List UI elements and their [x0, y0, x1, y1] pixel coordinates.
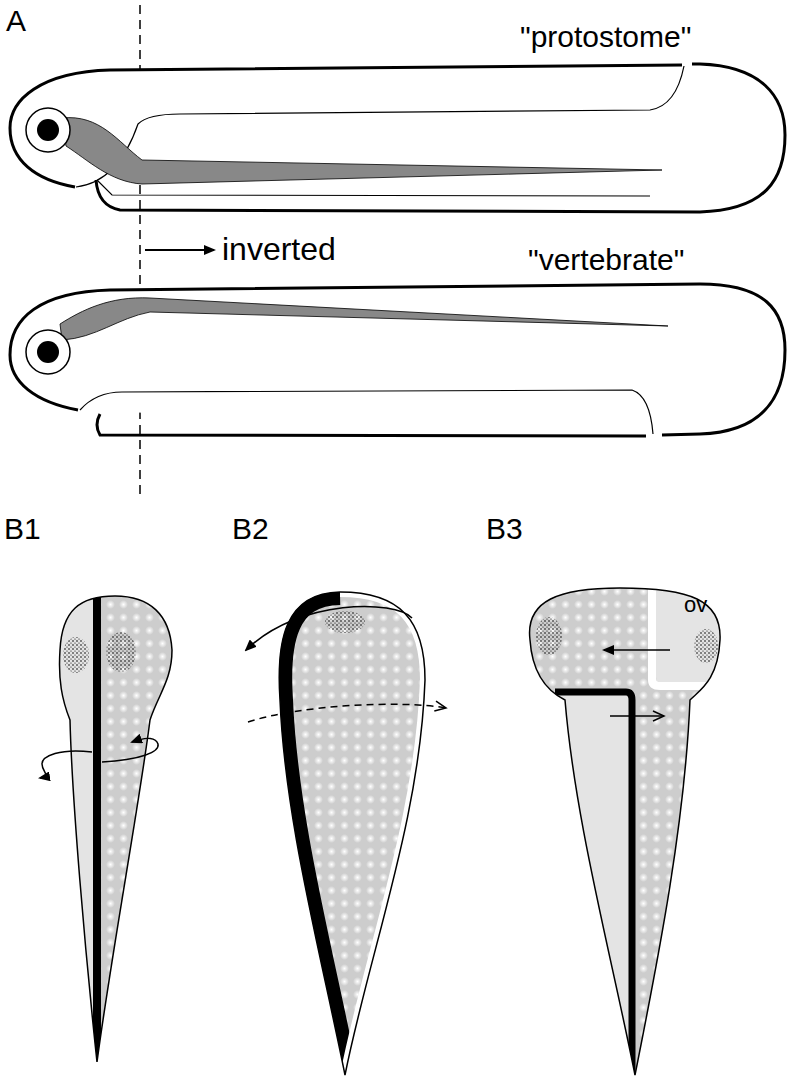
vertebrate-figure — [10, 284, 785, 436]
arrow-label: inverted — [222, 232, 336, 267]
organism-label: "protostome" — [520, 20, 691, 53]
panel-label: B3 — [486, 512, 523, 545]
embryo-b2 — [246, 585, 446, 1080]
panel-label: B1 — [4, 512, 41, 545]
panel-letter: A — [6, 4, 26, 37]
panel-label: B2 — [232, 512, 269, 545]
arrow — [145, 249, 214, 251]
embryo-b3 — [520, 580, 730, 1083]
embryo-b1 — [0, 590, 217, 1070]
organism-label: "vertebrate" — [528, 243, 684, 276]
region-label: ov — [684, 593, 707, 617]
protostome-figure — [10, 64, 785, 212]
